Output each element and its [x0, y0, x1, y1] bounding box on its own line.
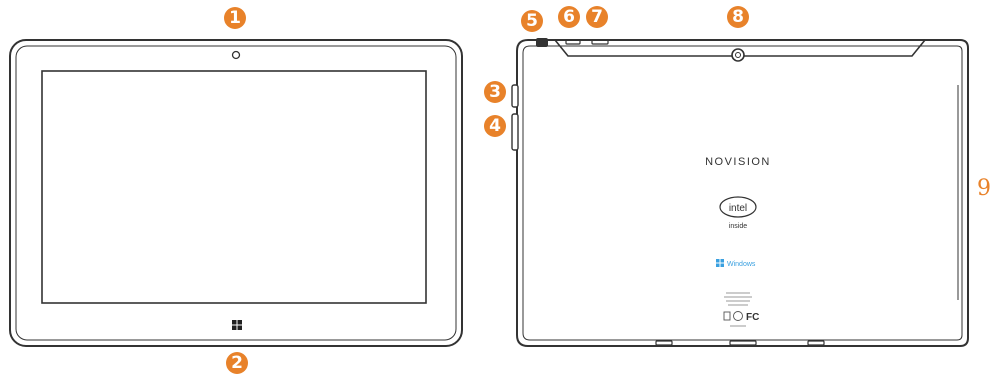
windows-label: Windows — [727, 261, 756, 268]
rear-camera-icon — [732, 49, 744, 61]
callout-4: 4 — [484, 115, 506, 137]
callout-6: 6 — [558, 6, 580, 28]
callout-7: 7 — [586, 6, 608, 28]
callout-5: 5 — [521, 10, 543, 32]
tablet-front — [10, 40, 462, 346]
front-screen — [42, 71, 426, 303]
intel-sub-text: inside — [729, 223, 747, 230]
callout-9: 9 — [977, 178, 991, 200]
brand-label: NOVISION — [705, 156, 771, 168]
callout-1: 1 — [224, 7, 246, 29]
callout-2: 2 — [226, 352, 248, 374]
tablet-back: FC — [512, 38, 968, 346]
power-button — [512, 85, 518, 107]
intel-logo-text: intel — [729, 203, 747, 214]
volume-rocker — [512, 114, 518, 150]
callout-8: 8 — [727, 6, 749, 28]
headphone-jack-icon — [536, 38, 548, 47]
fcc-mark-icon: FC — [746, 312, 759, 323]
callout-3: 3 — [484, 81, 506, 103]
